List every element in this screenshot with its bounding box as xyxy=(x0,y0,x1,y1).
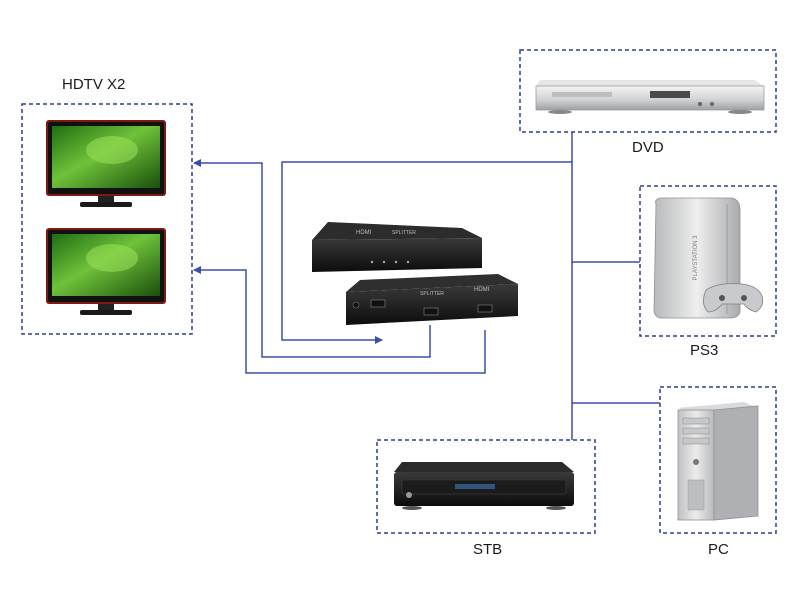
splitter-power-jack xyxy=(352,301,360,309)
ps3-controller-stick-left xyxy=(719,295,725,301)
splitter-front-face xyxy=(346,284,518,325)
splitter-front-top xyxy=(346,274,518,292)
ps3-label: PS3 xyxy=(690,342,719,359)
splitter-led-3 xyxy=(394,260,398,264)
stb-display xyxy=(455,484,495,489)
splitter-led-4 xyxy=(406,260,410,264)
dvd-display xyxy=(650,91,690,98)
connector-lines xyxy=(193,132,660,440)
tv-2 xyxy=(46,228,166,315)
stb-top xyxy=(394,462,574,472)
stb-foot-left xyxy=(402,506,422,510)
stb-box-device xyxy=(394,462,574,510)
dvd-tray xyxy=(552,92,612,97)
splitter-back-brand: HDMI xyxy=(356,230,372,236)
output-2-line xyxy=(193,266,486,374)
stb-power-button xyxy=(406,492,412,498)
tv-2-leaf xyxy=(86,244,138,272)
splitter-front-brand: HDMI xyxy=(474,287,490,293)
pc-power-button xyxy=(693,459,699,465)
dvd-label: DVD xyxy=(632,139,664,156)
pc-side xyxy=(713,405,759,521)
splitter-back-unit: HDMI SPLITTER xyxy=(312,222,482,272)
hdtv-label: HDTV X2 xyxy=(62,76,126,93)
splitter-input-line xyxy=(281,161,572,344)
ps3-controller-stick-right xyxy=(741,295,747,301)
tv-2-base xyxy=(80,310,132,315)
splitter-front-model: SPLITTER xyxy=(420,291,444,297)
pc-drive-bay-2 xyxy=(682,427,710,435)
pc-vent xyxy=(687,479,705,511)
dvd-box xyxy=(519,49,777,133)
stb-foot-right xyxy=(546,506,566,510)
splitter-hdmi-out-2-port xyxy=(477,304,493,313)
ps3-box xyxy=(639,185,777,337)
ps3-logo-text: PLAYSTATION 3 xyxy=(693,235,699,281)
pc-drive-bay-1 xyxy=(682,417,710,425)
dvd-foot-left xyxy=(548,110,572,114)
tv-1-base xyxy=(80,202,132,207)
ps3-console: PLAYSTATION 3 xyxy=(653,197,764,319)
tv-1-stand xyxy=(98,196,114,202)
output-1-line xyxy=(193,159,431,358)
dvd-foot-right xyxy=(728,110,752,114)
splitter-led-2 xyxy=(382,260,386,264)
splitter-back-top xyxy=(312,222,482,240)
dvd-player xyxy=(535,80,765,114)
splitter-hdmi-in-port xyxy=(370,299,386,308)
splitter-led-1 xyxy=(370,260,374,264)
stb-label: STB xyxy=(473,541,503,558)
ps3-controller-body xyxy=(703,283,764,313)
stb-box xyxy=(376,439,596,534)
tv-1 xyxy=(46,120,166,207)
pc-label: PC xyxy=(708,541,729,558)
splitter-hdmi-out-1-port xyxy=(423,307,439,316)
dvd-top xyxy=(536,80,763,86)
tv-2-stand xyxy=(98,304,114,310)
hdtv-box xyxy=(21,103,193,335)
tv-1-leaf xyxy=(86,136,138,164)
device-boxes xyxy=(21,49,777,534)
dvd-button-1 xyxy=(698,102,702,106)
pc-box xyxy=(659,386,777,534)
pc-drive-bay-3 xyxy=(682,437,710,445)
splitter-front-unit: HDMI SPLITTER xyxy=(346,274,518,325)
dvd-button-2 xyxy=(710,102,714,106)
ps3-controller xyxy=(703,283,764,313)
pc-tower xyxy=(677,402,759,521)
splitter-back-front xyxy=(312,238,482,272)
splitter-back-model: SPLITTER xyxy=(392,230,416,236)
